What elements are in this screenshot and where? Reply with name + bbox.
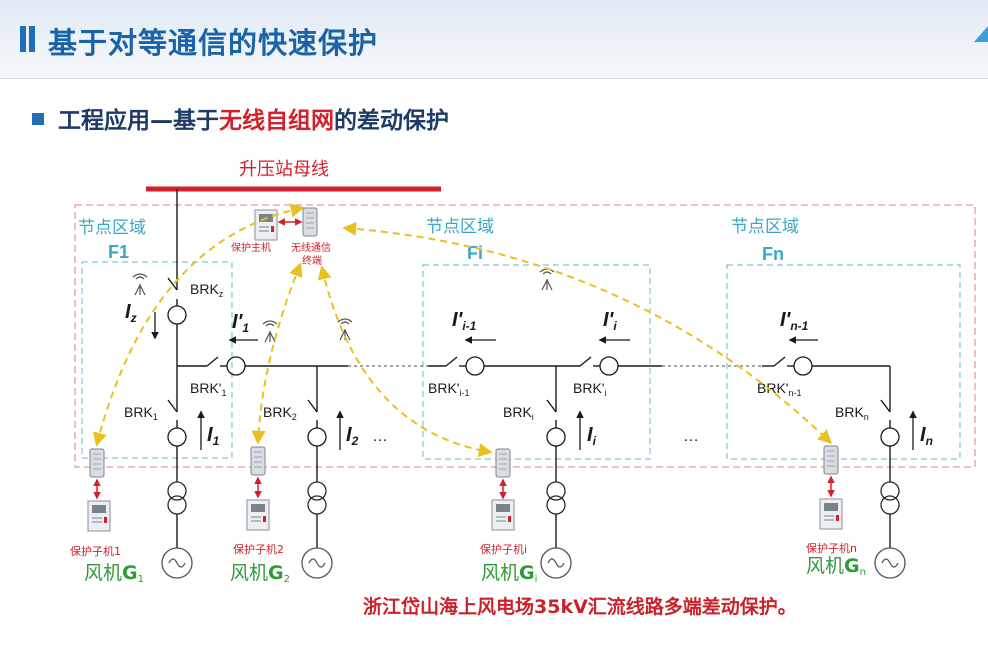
zone-fn-box [726,264,961,460]
zone-fi-box [422,264,651,460]
turbine-label-i: 风机Gi [481,562,537,585]
branch-1 [161,366,193,579]
label-i-im1p: I'i-1 [452,309,477,333]
wireless-link-i [317,265,493,458]
label-brk-1p: BRK'1 [190,380,226,398]
caption: 浙江岱山海上风电场35kV汇流线路多端差动保护。 [363,595,797,618]
label-i-ip: I'i [603,309,617,333]
protection-sub-unit-icon-i [491,499,515,531]
title-bars-icon [20,26,38,56]
wireless-link-1 [93,203,305,447]
ct-2 [307,427,327,447]
protection-sub-unit-icon-2 [246,499,270,531]
label-i-z: Iz [125,301,137,325]
ellipsis-2: … [683,428,699,445]
title-bar: 基于对等通信的快速保护 [0,0,988,79]
breaker-brk-n [880,399,891,413]
wireless-terminal-icon-i [495,448,511,478]
turbine-label-2: 风机G2 [230,562,290,585]
wireless-terminal-label-1: 无线通信 [291,241,331,254]
zone-name-3: Fn [762,244,784,264]
heading-suffix: 的差动保护 [334,108,449,134]
turbine-label-n: 风机Gn [806,555,866,578]
wireless-terminal-icon-n [823,445,839,475]
page-title: 基于对等通信的快速保护 [48,26,379,60]
breaker-brk-ip [579,356,592,367]
label-i-2: I2 [346,424,359,448]
breaker-brk-i [546,399,557,413]
zone-label-3: 节点区域 [731,217,799,237]
generator-n [874,547,906,579]
wireless-terminal-icon-2 [250,446,266,476]
generator-i [540,547,572,579]
label-brk-z: BRKz [190,281,224,299]
heading-highlight: 无线自组网 [219,108,334,134]
label-brk-nm1p: BRK'n-1 [757,380,801,398]
label-brk-im1p: BRK'i-1 [428,380,469,398]
ct-i [546,427,566,447]
sub-unit-label-n: 保护子机n [806,541,857,555]
heading-prefix: 工程应用—基于 [58,108,219,134]
zone-name-1: F1 [108,242,129,262]
branch-2 [301,366,333,579]
antenna-icon-4 [539,268,555,291]
breaker-brk-1 [167,399,178,413]
ct-1p [226,356,246,376]
busbar-label: 升压站母线 [239,159,329,180]
ct-z [167,305,187,325]
ct-n [880,427,900,447]
generator-2 [301,547,333,579]
label-i-nm1p: I'n-1 [780,309,809,333]
ct-nm1p [793,356,813,376]
protection-host-label: 保护主机 [231,241,271,254]
antenna-icon-1 [132,273,148,296]
breaker-brk-2 [307,399,318,413]
sub-unit-label-2: 保护子机2 [233,542,284,556]
wireless-terminal-label-2: 终端 [302,254,322,267]
label-brk-ip: BRK'i [573,380,606,398]
generator-1 [161,547,193,579]
branch-n [874,366,906,579]
label-i-i: Ii [587,424,597,448]
sub-unit-label-i: 保护子机i [480,542,527,556]
section-heading: 工程应用—基于无线自组网的差动保护 [32,101,449,135]
zone-label-2: 节点区域 [426,217,494,237]
label-i-1p: I'1 [232,311,249,335]
ct-1 [167,427,187,447]
breaker-brk-im1p [445,356,458,367]
label-brk-1: BRK1 [124,404,158,422]
protection-sub-unit-icon-n [819,498,843,530]
transformer-n [880,481,900,515]
bullet-square-icon [32,113,44,125]
breaker-brk-1p [206,356,219,367]
protection-host-icon [254,209,278,241]
label-i-1: I1 [207,424,220,448]
transformer-i [546,481,566,515]
wireless-link-2 [251,262,303,445]
zone-label-1: 节点区域 [78,218,146,238]
ellipsis-1: … [372,428,388,445]
transformer-1 [167,481,187,515]
wireless-link-n [342,221,833,444]
ct-im1p [465,356,485,376]
turbine-label-1: 风机G1 [84,562,144,585]
label-brk-n: BRKn [835,404,869,422]
ct-ip [599,356,619,376]
outer-zone [74,204,976,468]
breaker-brk-nm1p [773,356,786,367]
label-brk-i: BRKi [503,404,534,422]
protection-sub-unit-icon-1 [87,500,111,532]
transformer-2 [307,481,327,515]
label-i-n: In [920,424,933,448]
label-brk-2: BRK2 [263,404,297,422]
sub-unit-label-1: 保护子机1 [70,544,121,558]
wireless-terminal-icon-1 [89,448,105,478]
wireless-terminal-icon [302,207,318,237]
branch-i [540,366,572,579]
